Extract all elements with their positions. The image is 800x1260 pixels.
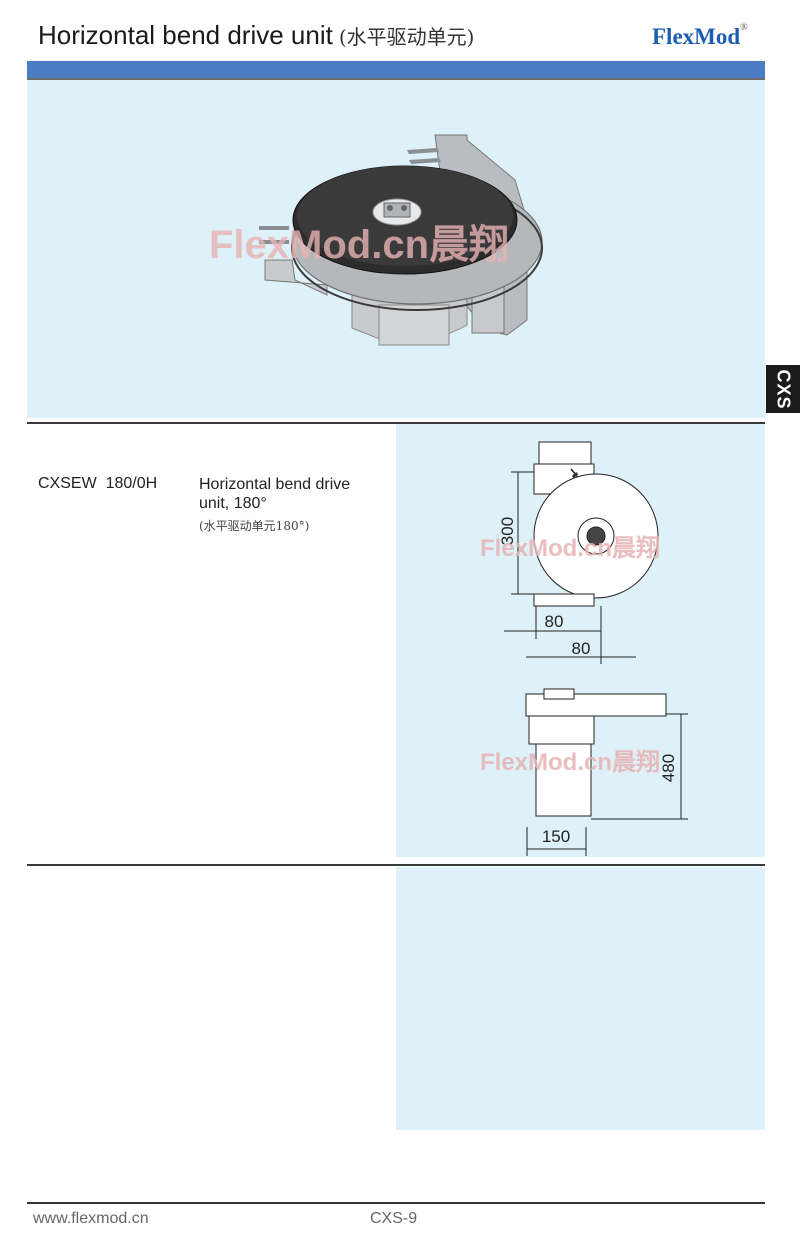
page-number: CXS-9 [370,1210,418,1227]
dim-80-a-label: 80 [545,612,564,631]
header-divider [27,78,765,80]
watermark-drawing-top: FlexMod.cn晨翔 [480,534,660,562]
empty-image-panel [396,867,765,1130]
section-tab: CXS [766,365,800,413]
section-divider-2 [27,864,765,866]
page-title-cn: (水平驱动单元) [338,25,475,49]
page-title: Horizontal bend drive unit(水平驱动单元) [38,20,474,51]
product-photo: FlexMod.cn晨翔 [209,134,543,346]
footer-divider [27,1202,765,1204]
dim-300-label: 300 [498,517,517,545]
dim-80-b-label: 80 [572,639,591,658]
watermark-photo: FlexMod.cn晨翔 [209,223,509,267]
dim-480-label: 480 [659,754,678,782]
section-divider-1 [27,422,765,424]
technical-drawing: 300 80 80 480 150 FlexMod.cn晨翔 FlexMod.c… [480,441,688,856]
section-tab-label: CXS [773,368,794,410]
page-title-text: Horizontal bend drive unit [38,20,333,50]
dim-150-label: 150 [542,827,570,846]
registered-mark: ® [740,22,748,33]
model-description: Horizontal bend drive unit, 180° [199,476,351,512]
product-photo-panel: FlexMod.cn晨翔 [27,80,765,418]
footer-website-link[interactable]: www.flexmod.cn [33,1210,149,1227]
model-code: CXSEW 180/0H [38,475,158,492]
model-description-cn: (水平驱动单元180°) [199,519,310,533]
brand-name: FlexMod [652,24,741,49]
brand-logo: FlexMod® [652,22,748,50]
technical-drawing-panel: 300 80 80 480 150 FlexMod.cn晨翔 FlexMod.c… [396,424,765,857]
watermark-drawing-side: FlexMod.cn晨翔 [480,748,660,776]
header-bar [27,61,765,78]
